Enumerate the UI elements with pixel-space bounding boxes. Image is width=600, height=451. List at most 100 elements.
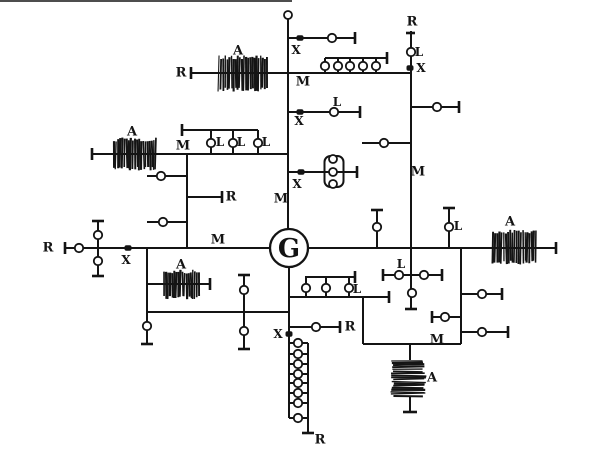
label-M: M <box>411 165 425 180</box>
coil-hatch-stroke <box>136 139 140 167</box>
fuse-icon <box>296 35 304 41</box>
terminal-circle <box>283 10 293 20</box>
resistance-coil <box>217 55 268 92</box>
coil-hatch-stroke <box>390 392 426 395</box>
label-X: X <box>291 43 301 57</box>
coil-hatch-stroke <box>393 383 425 387</box>
coil-hatch-stroke <box>187 273 191 297</box>
lamp-icon <box>476 326 488 338</box>
lamp-icon <box>344 60 356 72</box>
label-X: X <box>292 177 302 191</box>
resistance-coil <box>390 360 427 398</box>
label-L: L <box>454 219 463 233</box>
lamp-icon <box>73 242 85 254</box>
coil-hatch-stroke <box>178 269 182 297</box>
label-M: M <box>296 75 310 90</box>
coil-hatch-stroke <box>260 57 264 88</box>
coil-hatch-stroke <box>183 273 186 297</box>
coil-hatch-stroke <box>493 233 497 263</box>
coil-hatch-stroke <box>189 272 193 299</box>
label-M: M <box>430 333 444 348</box>
lamp-icon <box>326 32 338 44</box>
coil-hatch-stroke <box>114 141 117 170</box>
lamp-icon <box>443 221 455 233</box>
label-A: A <box>175 258 187 273</box>
lamp-icon <box>292 412 304 424</box>
lamp-icon <box>238 284 250 296</box>
label-L: L <box>237 135 246 149</box>
label-M: M <box>274 192 288 207</box>
lamp-icon <box>292 387 304 399</box>
label-L: L <box>415 45 424 59</box>
lamp-icon <box>292 358 304 370</box>
lamp-icon <box>155 170 167 182</box>
label-X: X <box>273 327 283 341</box>
label-X: X <box>416 61 426 75</box>
coil-hatch-stroke <box>154 137 157 170</box>
lamp-icon <box>238 325 250 337</box>
coil-hatch-stroke <box>240 58 244 91</box>
lamp-icon <box>319 60 331 72</box>
label-L: L <box>353 282 362 296</box>
label-A: A <box>126 125 138 140</box>
lamp-icon <box>292 368 304 380</box>
coil-hatch-stroke <box>504 233 509 265</box>
coil-hatch-stroke <box>217 55 220 92</box>
lamp-icon <box>378 137 390 149</box>
label-L: L <box>262 135 271 149</box>
fuse-icon <box>297 169 305 175</box>
label-X: X <box>294 114 304 128</box>
lamp-icon <box>418 269 430 281</box>
lamp-icon <box>332 60 344 72</box>
lamp-icon <box>357 60 369 72</box>
coil-hatch-stroke <box>499 232 503 264</box>
lamp-icon <box>292 337 304 349</box>
lamp-icon <box>310 321 322 333</box>
coil-hatch-stroke <box>150 140 154 168</box>
coil-hatch-stroke <box>512 230 516 263</box>
lamp-icon <box>328 167 338 177</box>
coil-hatch-stroke <box>131 140 134 169</box>
lamp-icon <box>157 216 169 228</box>
lamp-icon <box>292 397 304 409</box>
fuse-icon <box>296 109 304 115</box>
coil-hatch-stroke <box>128 137 132 171</box>
coil-hatch-stroke <box>509 229 512 261</box>
coil-hatch-stroke <box>491 231 495 264</box>
lamp-icon <box>292 377 304 389</box>
lamp-icon <box>205 137 217 149</box>
lamp-icon <box>320 282 332 294</box>
coil-hatch-stroke <box>249 57 252 90</box>
resistance-coil <box>491 229 537 265</box>
coil-hatch-stroke <box>148 140 152 171</box>
coil-hatch-stroke <box>120 137 124 169</box>
lamp-icon <box>328 179 338 189</box>
coil-hatch-stroke <box>507 231 510 264</box>
coil-hatch-stroke <box>125 138 129 169</box>
label-R: R <box>43 241 54 256</box>
coil-hatch-stroke <box>392 370 423 373</box>
coil-hatch-stroke <box>392 365 425 369</box>
coil-hatch-stroke <box>242 55 245 91</box>
label-X: X <box>121 253 131 267</box>
lamp-icon <box>141 320 153 332</box>
label-M: M <box>176 139 190 154</box>
lamp-icon <box>300 282 312 294</box>
coil-hatch-stroke <box>253 57 257 92</box>
coil-hatch-stroke <box>525 232 529 263</box>
lamp-icon <box>292 348 304 360</box>
lamp-icon <box>370 60 382 72</box>
coil-hatch-stroke <box>146 141 150 168</box>
coil-hatch-stroke <box>531 230 535 261</box>
lamp-icon <box>371 221 383 233</box>
coil-hatch-stroke <box>181 271 185 297</box>
label-R: R <box>226 190 237 205</box>
resistance-coil <box>163 269 201 300</box>
fuse-icon <box>406 65 414 71</box>
coil-hatch-stroke <box>251 56 254 89</box>
lamp-icon <box>92 255 104 267</box>
generator-symbol <box>268 227 310 269</box>
coil-hatch-stroke <box>391 374 427 378</box>
